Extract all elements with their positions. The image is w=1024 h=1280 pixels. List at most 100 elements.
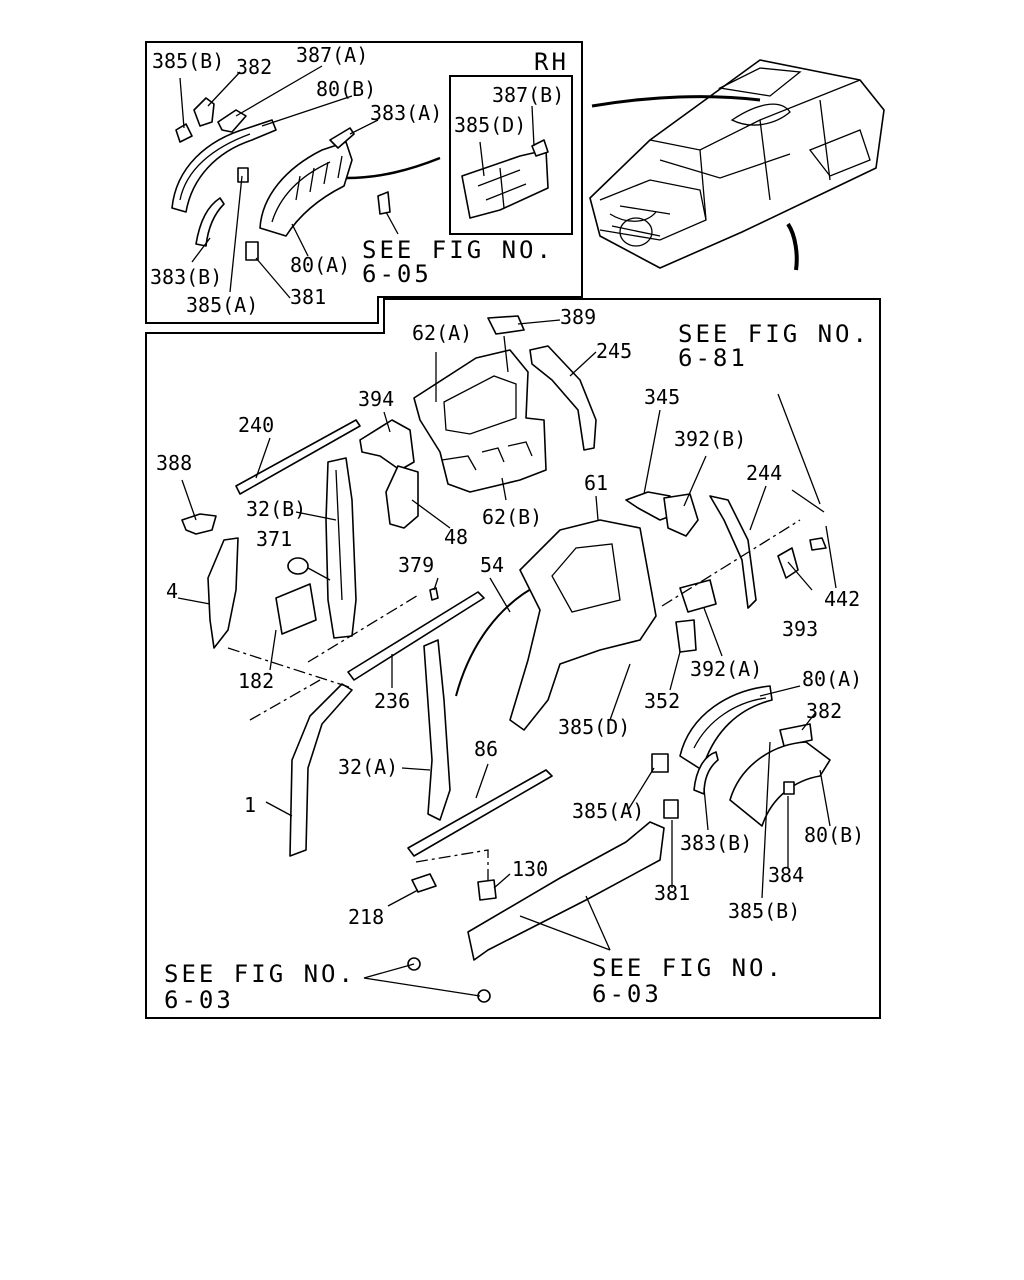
callout-385b: 385(B) (152, 49, 224, 73)
rocker-panel (467, 821, 665, 961)
callout-245: 245 (596, 339, 632, 363)
see-fig-6-05-line2: 6-05 (362, 260, 432, 288)
inset-bracket-387a (217, 109, 247, 133)
phantom-lines (227, 519, 801, 880)
see-fig-6-03-right-line2: 6-03 (592, 980, 662, 1008)
bracket-352 (675, 619, 697, 653)
callout-442: 442 (824, 587, 860, 611)
main-parts (181, 315, 831, 1003)
callout-80b: 80(B) (316, 77, 376, 101)
inset-leaders (179, 65, 535, 299)
callout-32a: 32(A) (338, 755, 398, 779)
callout-32b: 32(B) (246, 497, 306, 521)
inset-wheel-arch-80b (171, 119, 277, 213)
extension-383b (693, 751, 719, 795)
callout-392a: 392(A) (690, 657, 762, 681)
inset-extension-383a (329, 127, 355, 149)
inset-clip (377, 191, 391, 215)
see-fig-6-81-line1: SEE FIG NO. (678, 320, 870, 348)
callout-130: 130 (512, 857, 548, 881)
callout-379: 379 (398, 553, 434, 577)
inset-wheel-house-80a (259, 141, 353, 237)
callout-383b: 383(B) (150, 265, 222, 289)
callout-381: 381 (290, 285, 326, 309)
inset-bracket-381 (245, 241, 259, 261)
callout-383a: 383(A) (370, 101, 442, 125)
callout-352: 352 (644, 689, 680, 713)
bracket-389 (487, 315, 525, 335)
bracket-218 (411, 873, 437, 893)
inset-clip-385a (237, 167, 249, 183)
roof-rail-240 (235, 419, 361, 495)
callout-382: 382 (806, 699, 842, 723)
callout-86: 86 (474, 737, 498, 761)
callout-387a: 387(A) (296, 43, 368, 67)
inset-clip-385b (175, 123, 193, 143)
main-frame (145, 298, 881, 1019)
inner-quarter-panel-62a (413, 349, 547, 493)
pillar-trim-245 (529, 345, 597, 451)
see-fig-6-81-line2: 6-81 (678, 344, 748, 372)
callout-240: 240 (238, 413, 274, 437)
bracket-392b (663, 493, 699, 537)
callout-80a: 80(A) (802, 667, 862, 691)
see-fig-6-03-left-line2: 6-03 (164, 986, 234, 1014)
callout-389: 389 (560, 305, 596, 329)
callout-388: 388 (156, 451, 192, 475)
clip-385a (651, 753, 669, 773)
front-pillar-1 (289, 683, 353, 857)
bracket-394 (359, 419, 415, 471)
bracket-381 (663, 799, 679, 819)
rh-panel-385d (461, 149, 549, 219)
rh-bracket-387b (531, 139, 549, 157)
vehicle-body-shell (589, 59, 885, 271)
callout-218: 218 (348, 905, 384, 929)
center-pillar-32b (325, 457, 357, 639)
callout-383b: 383(B) (680, 831, 752, 855)
callout-387b: 387(B) (492, 83, 564, 107)
callout-80a: 80(A) (290, 253, 350, 277)
callout-345: 345 (644, 385, 680, 409)
inset-extension-383b (195, 197, 225, 247)
rh-label: RH (534, 48, 569, 76)
callout-80b: 80(B) (804, 823, 864, 847)
callout-62b: 62(B) (482, 505, 542, 529)
callout-393: 393 (782, 617, 818, 641)
see-fig-6-03-right-line1: SEE FIG NO. (592, 954, 784, 982)
callout-385a: 385(A) (572, 799, 644, 823)
inset-labels: RH 385(B) 382 387(A) 80(B) 383(A) 387(B)… (150, 43, 569, 317)
clip-384 (783, 781, 795, 795)
weatherstrip-236 (347, 591, 485, 681)
callout-385d: 385(D) (454, 113, 526, 137)
wheel-house-80a (679, 685, 773, 771)
bracket-392a (679, 579, 717, 613)
callout-385d: 385(D) (558, 715, 630, 739)
see-fig-6-03-left-line1: SEE FIG NO. (164, 960, 356, 988)
callout-371: 371 (256, 527, 292, 551)
callout-384: 384 (768, 863, 804, 887)
rh-subframe (449, 75, 573, 235)
callout-236: 236 (374, 689, 410, 713)
inset-parts (171, 97, 549, 261)
bracket-388 (181, 513, 217, 535)
callout-1: 1 (244, 793, 256, 817)
clip-442 (809, 537, 827, 551)
outer-quarter-panel-61 (509, 519, 657, 731)
wheel-arch-80b (729, 741, 831, 827)
callout-244: 244 (746, 461, 782, 485)
center-pillar-32a (423, 639, 451, 821)
bracket-182 (275, 583, 317, 635)
nut-130 (477, 879, 497, 901)
callout-381: 381 (654, 881, 690, 905)
callout-48: 48 (444, 525, 468, 549)
side-sill-86 (407, 769, 553, 857)
bracket-393 (777, 547, 799, 579)
callout-385a: 385(A) (186, 293, 258, 317)
main-leaders (177, 319, 837, 997)
panel-54 (455, 583, 541, 697)
callout-394: 394 (358, 387, 394, 411)
inset-frame (145, 41, 583, 324)
callout-62a: 62(A) (412, 321, 472, 345)
pillar-reinforcement-48 (385, 465, 419, 529)
